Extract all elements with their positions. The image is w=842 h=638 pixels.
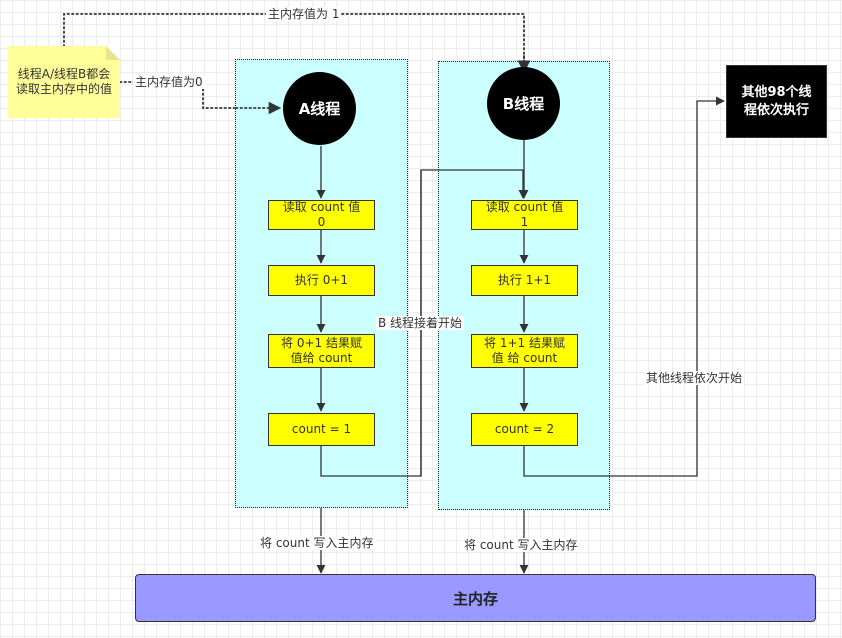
thread-b-node: B线程 bbox=[487, 67, 560, 140]
note-text: 线程A/线程B都会读取主内存中的值 bbox=[16, 67, 113, 96]
handoff-label: B 线程接着开始 bbox=[376, 316, 465, 330]
thread-a-node: A线程 bbox=[283, 72, 356, 145]
other-threads-box: 其他98个线程依次执行 bbox=[726, 65, 827, 138]
note-edge-label: 主内存值为0 bbox=[133, 75, 205, 89]
thread-a-step-read: 读取 count 值 0 bbox=[268, 200, 375, 230]
thread-b-step-compute: 执行 1+1 bbox=[471, 265, 578, 296]
thread-a-step-result: count = 1 bbox=[268, 413, 375, 446]
sticky-note: 线程A/线程B都会读取主内存中的值 bbox=[8, 46, 120, 118]
thread-a-step-assign: 将 0+1 结果赋值给 count bbox=[268, 334, 375, 368]
note-fold-corner bbox=[106, 46, 120, 60]
thread-a-step-compute: 执行 0+1 bbox=[268, 265, 375, 296]
thread-b-step-assign: 将 1+1 结果赋值 给 count bbox=[471, 334, 578, 368]
main-memory-box: 主内存 bbox=[135, 574, 816, 622]
thread-b-step-read: 读取 count 值 1 bbox=[471, 200, 578, 230]
top-edge-label: 主内存值为 1 bbox=[266, 7, 342, 21]
write-label-a: 将 count 写入主内存 bbox=[258, 536, 376, 550]
others-start-label: 其他线程依次开始 bbox=[644, 371, 745, 385]
thread-b-step-result: count = 2 bbox=[471, 413, 578, 446]
write-label-b: 将 count 写入主内存 bbox=[462, 538, 580, 552]
